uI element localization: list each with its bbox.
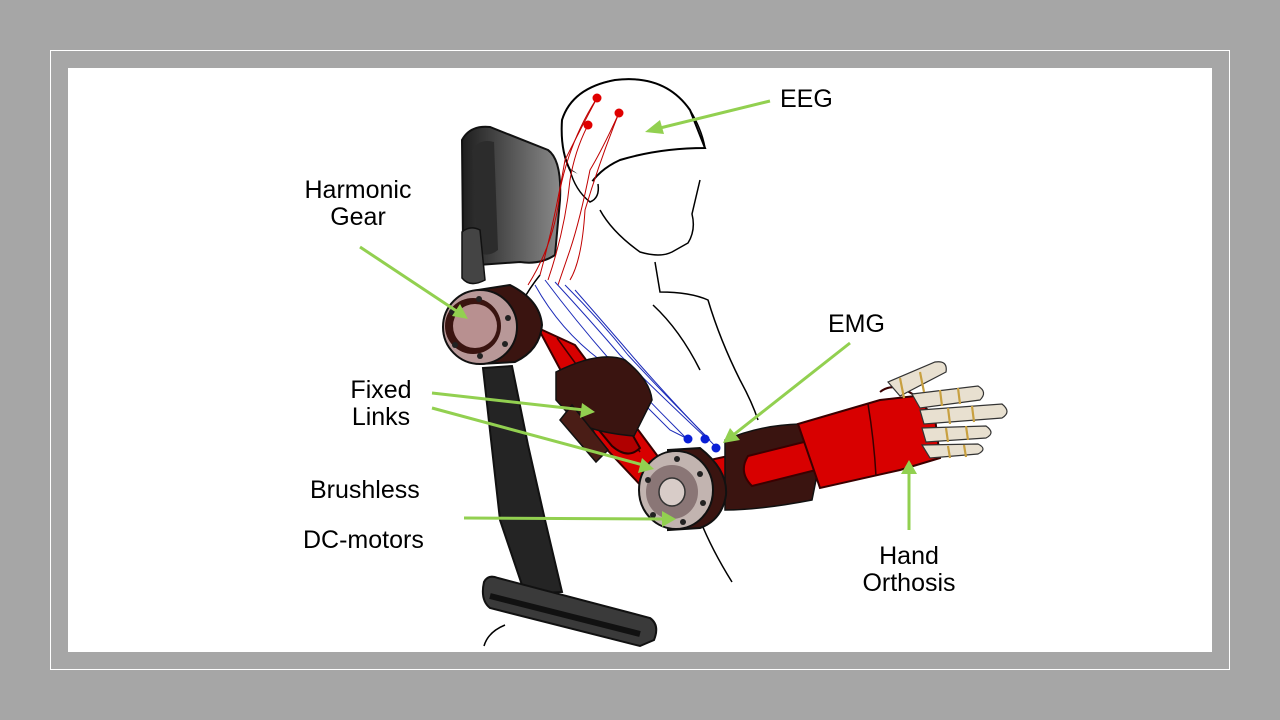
label-harmonic-gear-line1: Harmonic bbox=[304, 176, 412, 204]
callout-arrows bbox=[359, 99, 917, 530]
label-hand-orthosis-line1: Hand bbox=[879, 542, 939, 570]
shoulder-harmonic-gear bbox=[442, 283, 544, 366]
label-eeg: EEG bbox=[780, 85, 833, 113]
label-fixed-links-line2: Links bbox=[351, 403, 411, 431]
label-hand-orthosis: Hand Orthosis bbox=[845, 543, 973, 597]
chair-headrest bbox=[460, 125, 562, 285]
eeg-electrodes bbox=[583, 93, 624, 130]
label-harmonic-gear-line2: Gear bbox=[330, 203, 386, 231]
label-brushless: Brushless bbox=[310, 476, 420, 504]
emg-electrodes bbox=[683, 434, 721, 453]
hand-orthosis-fingers bbox=[887, 361, 1008, 459]
label-harmonic-gear: Harmonic Gear bbox=[290, 177, 426, 231]
eeg-cap bbox=[560, 78, 707, 203]
label-fixed-links-line1: Fixed bbox=[350, 376, 412, 404]
forearm-link bbox=[708, 423, 823, 511]
label-dc-motors: DC-motors bbox=[303, 526, 424, 554]
eeg-wires bbox=[527, 97, 620, 286]
upper-arm-cuff bbox=[555, 356, 653, 464]
chair-frame bbox=[481, 364, 658, 648]
label-emg: EMG bbox=[828, 310, 885, 338]
outer-frame bbox=[50, 50, 1230, 670]
label-hand-orthosis-line2: Orthosis bbox=[862, 569, 956, 597]
diagram-panel bbox=[68, 68, 1212, 652]
elbow-dc-motor bbox=[638, 446, 728, 532]
label-fixed-links: Fixed Links bbox=[336, 377, 426, 431]
